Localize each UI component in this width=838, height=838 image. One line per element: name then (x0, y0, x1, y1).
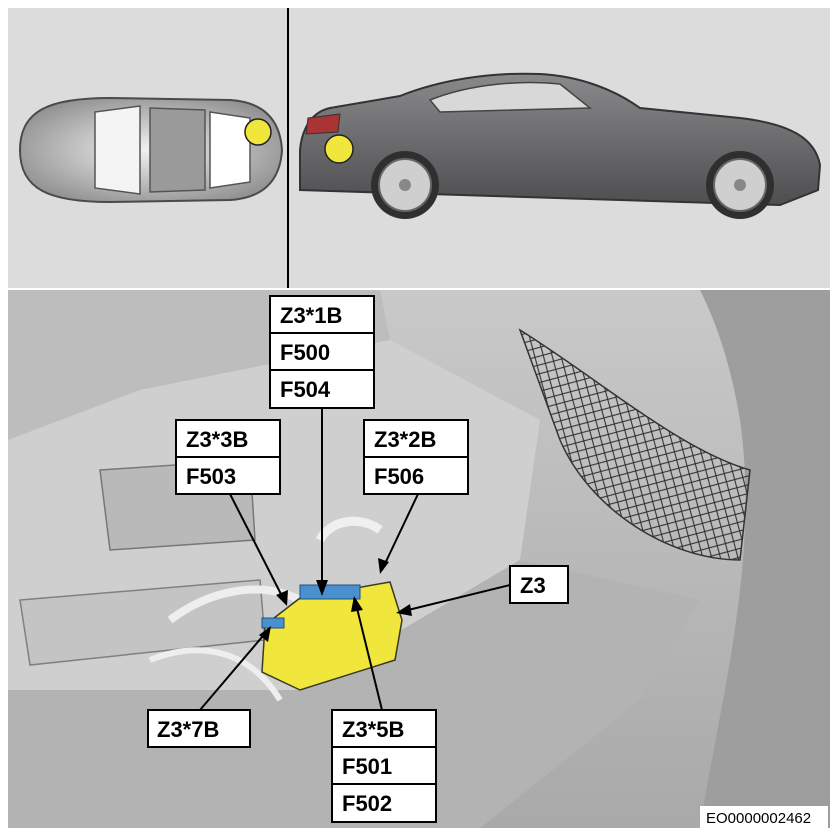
car-side-view (299, 72, 822, 219)
callout-z3-1b-line-2: F500 (280, 340, 330, 365)
location-marker-side (324, 134, 354, 164)
reference-code-box: EO0000002462 (700, 806, 828, 828)
callout-z3-1b-line-1: Z3*1B (280, 303, 342, 328)
leader-lines (199, 408, 511, 711)
callout-z3: Z3 (509, 565, 569, 604)
callout-z3-2b: Z3*2B F506 (363, 419, 469, 495)
callout-z3-3b: Z3*3B F503 (175, 419, 281, 495)
callout-z3-2b-line-1: Z3*2B (374, 427, 436, 452)
callout-z3-5b: Z3*5B F501 F502 (331, 709, 437, 823)
callout-z3-5b-line-2: F501 (342, 754, 392, 779)
callout-z3-3b-line-2: F503 (186, 464, 236, 489)
overview-panel (8, 8, 830, 288)
reference-code: EO0000002462 (706, 810, 811, 827)
callout-z3-5b-line-3: F502 (342, 791, 392, 816)
callout-z3-2b-line-2: F506 (374, 464, 424, 489)
callout-z3-7b: Z3*7B (147, 709, 251, 748)
callout-z3-7b-line-1: Z3*7B (157, 717, 219, 742)
callout-z3-5b-line-1: Z3*5B (342, 717, 404, 742)
car-top-view (18, 96, 284, 204)
location-marker-top (244, 118, 272, 146)
connector-left (261, 617, 285, 629)
leader-arrowheads (259, 558, 412, 642)
connector-row-top (299, 584, 361, 600)
callout-z3-line-1: Z3 (520, 573, 546, 598)
callout-z3-1b-line-3: F504 (280, 377, 331, 402)
callout-z3-1b: Z3*1B F500 F504 (269, 295, 375, 409)
callout-z3-3b-line-1: Z3*3B (186, 427, 248, 452)
cargo-net (518, 328, 751, 561)
